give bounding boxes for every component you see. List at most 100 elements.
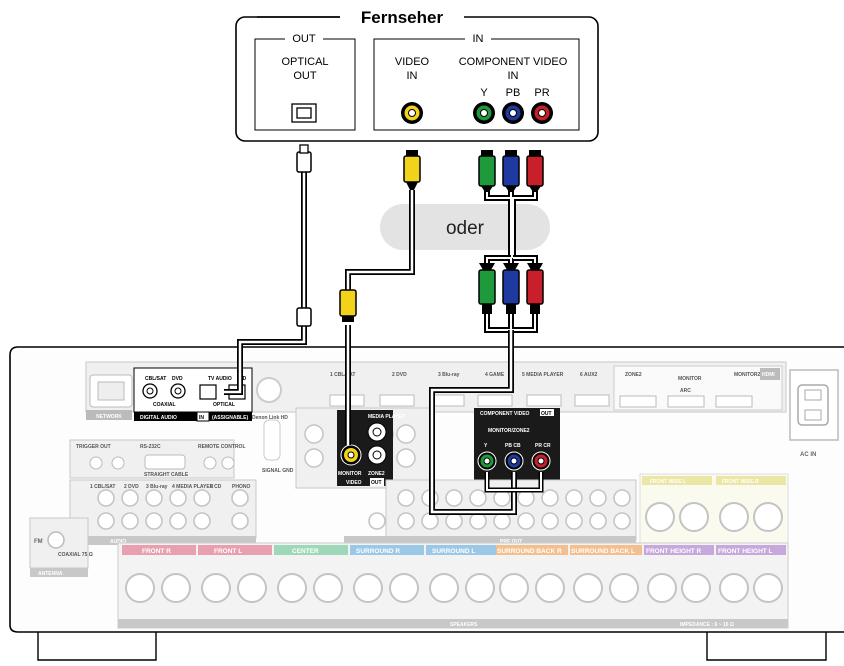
tv-video-in-jack — [401, 102, 423, 124]
ac-in-label: AC IN — [800, 452, 816, 458]
coaxial-label: COAXIAL — [153, 402, 176, 408]
hdmi-inputs: 1 CBL/SAT 2 DVD 3 Blu-ray 4 GAME 5 MEDIA… — [329, 365, 783, 411]
svg-text:OUT: OUT — [541, 411, 552, 417]
component-pr-plug-receiver — [526, 269, 544, 305]
svg-text:FRONT HEIGHT R: FRONT HEIGHT R — [646, 548, 702, 555]
svg-text:3 Blu-ray: 3 Blu-ray — [438, 372, 460, 378]
tv-video-in-label-1: VIDEO — [395, 56, 430, 68]
svg-text:HDMI: HDMI — [762, 372, 775, 378]
svg-text:TRIGGER OUT: TRIGGER OUT — [76, 444, 111, 450]
component-video-out-panel: COMPONENT VIDEO OUT MONITOR/ZONE2 Y PB C… — [474, 408, 560, 480]
svg-text:ARC: ARC — [680, 388, 691, 394]
component-pb-plug-tv — [502, 155, 520, 187]
svg-text:SPEAKERS: SPEAKERS — [450, 622, 478, 628]
tv-optical-out-jack — [291, 103, 317, 123]
tv-component-pb-jack — [502, 102, 524, 124]
tv-out-label: OUT — [292, 33, 316, 45]
svg-text:CENTER: CENTER — [292, 548, 319, 555]
svg-text:FRONT HEIGHT L: FRONT HEIGHT L — [718, 548, 773, 555]
digital-audio-panel: CBL/SAT DVD TV AUDIO CD COAXIAL OPTICAL … — [133, 367, 253, 422]
svg-text:COAXIAL 75 Ω: COAXIAL 75 Ω — [58, 552, 93, 558]
antenna-panel: FM COAXIAL 75 Ω ANTENNA — [29, 517, 93, 577]
optical-label: OPTICAL — [213, 402, 235, 408]
svg-text:4 MEDIA PLAYER: 4 MEDIA PLAYER — [172, 484, 214, 490]
video-plug-receiver — [339, 289, 357, 317]
tv-in-label: IN — [473, 33, 484, 45]
component-y-plug-tv — [478, 155, 496, 187]
component-pb-plug-receiver — [502, 269, 520, 305]
svg-text:SURROUND L: SURROUND L — [432, 548, 475, 555]
speaker-terminals: FRONT R FRONT L CENTER SURROUND R SURROU… — [117, 542, 789, 629]
monitor-label: MONITOR — [338, 471, 362, 477]
svg-text:SURROUND R: SURROUND R — [356, 548, 400, 555]
optical-ferrite — [296, 307, 312, 327]
svg-text:REMOTE CONTROL: REMOTE CONTROL — [198, 444, 246, 450]
svg-text:SIGNAL GND: SIGNAL GND — [262, 468, 294, 474]
svg-text:1 CBL/SAT: 1 CBL/SAT — [330, 372, 355, 378]
svg-text:1 CBL/SAT: 1 CBL/SAT — [90, 484, 115, 490]
svg-text:IMPEDANCE : 6 ~ 16 Ω: IMPEDANCE : 6 ~ 16 Ω — [680, 622, 734, 628]
tv-optical-out-label-1: OPTICAL — [281, 56, 328, 68]
tv-component-label-1: COMPONENT VIDEO — [459, 56, 568, 68]
svg-text:6 AUX2: 6 AUX2 — [580, 372, 598, 378]
video-out-panel: MEDIA PLAYER MONITOR ZONE2 VIDEO OUT — [337, 410, 406, 486]
tv-video-in-label-2: IN — [407, 70, 418, 82]
tv-y-label: Y — [480, 87, 488, 99]
svg-text:STRAIGHT CABLE: STRAIGHT CABLE — [144, 472, 189, 478]
receiver-optical-in-tv — [199, 384, 217, 400]
right-foot — [706, 632, 827, 661]
svg-text:FRONT L: FRONT L — [214, 548, 242, 555]
optical-cable — [224, 144, 312, 395]
svg-text:4 GAME: 4 GAME — [485, 372, 505, 378]
denon-link-label: Denon Link HD — [252, 415, 288, 421]
analog-audio-in-panel: 1 CBL/SAT 2 DVD 3 Blu-ray 4 MEDIA PLAYER… — [69, 479, 257, 545]
svg-text:2 DVD: 2 DVD — [124, 484, 139, 490]
svg-text:RS-232C: RS-232C — [140, 444, 161, 450]
svg-text:ANTENNA: ANTENNA — [38, 571, 63, 577]
svg-text:PRE OUT: PRE OUT — [500, 539, 522, 545]
svg-text:MONITOR2: MONITOR2 — [734, 372, 761, 378]
svg-text:ZONE2: ZONE2 — [625, 372, 642, 378]
svg-text:(ASSIGNABLE): (ASSIGNABLE) — [212, 415, 248, 421]
svg-text:PHONO: PHONO — [232, 484, 250, 490]
tv-optical-out-label-2: OUT — [293, 70, 317, 82]
component-y-plug-receiver — [478, 269, 496, 305]
svg-text:OUT: OUT — [371, 480, 382, 486]
component-pr-plug-tv — [526, 155, 544, 187]
cbl-sat-label: CBL/SAT — [145, 376, 166, 382]
svg-text:FRONT R: FRONT R — [142, 548, 171, 555]
svg-text:ZONE2: ZONE2 — [368, 471, 385, 477]
ac-in-socket: AC IN — [789, 369, 839, 458]
svg-text:2 DVD: 2 DVD — [392, 372, 407, 378]
dvd-label: DVD — [172, 376, 183, 382]
av-receiver: NETWORK CBL/SAT DVD TV AUDIO CD COAXIAL … — [9, 346, 844, 661]
video-plug-tv — [403, 155, 421, 183]
video-label: VIDEO — [346, 480, 362, 486]
component-cable — [429, 150, 544, 515]
tv-component-label-2: IN — [508, 70, 519, 82]
svg-text:IN: IN — [199, 415, 204, 421]
svg-text:FRONT WIDE R: FRONT WIDE R — [722, 479, 759, 485]
svg-text:Y: Y — [484, 443, 488, 449]
video-cable — [339, 150, 421, 445]
svg-text:MEDIA PLAYER: MEDIA PLAYER — [368, 414, 406, 420]
svg-text:FRONT WIDE L: FRONT WIDE L — [650, 479, 686, 485]
oder-label: oder — [446, 218, 485, 239]
network-port: NETWORK — [86, 374, 133, 420]
tv-audio-label: TV AUDIO — [208, 376, 232, 382]
svg-text:AUDIO: AUDIO — [110, 539, 126, 545]
monitor-zone2-label: MONITOR/ZONE2 — [488, 428, 530, 434]
optical-plug-tv — [296, 151, 312, 173]
svg-text:PR CR: PR CR — [535, 443, 551, 449]
component-video-label: COMPONENT VIDEO — [480, 411, 530, 417]
svg-text:5 MEDIA PLAYER: 5 MEDIA PLAYER — [522, 372, 564, 378]
svg-text:PB CB: PB CB — [505, 443, 521, 449]
svg-text:MONITOR: MONITOR — [678, 376, 702, 382]
tv-title: Fernseher — [361, 8, 444, 27]
tv-pr-label: PR — [534, 87, 549, 99]
svg-text:FM: FM — [34, 539, 43, 545]
network-label: NETWORK — [96, 414, 122, 420]
tv-panel: Fernseher OUT OPTICAL OUT IN VIDEO IN CO… — [235, 5, 599, 142]
svg-text:5 CD: 5 CD — [210, 484, 222, 490]
